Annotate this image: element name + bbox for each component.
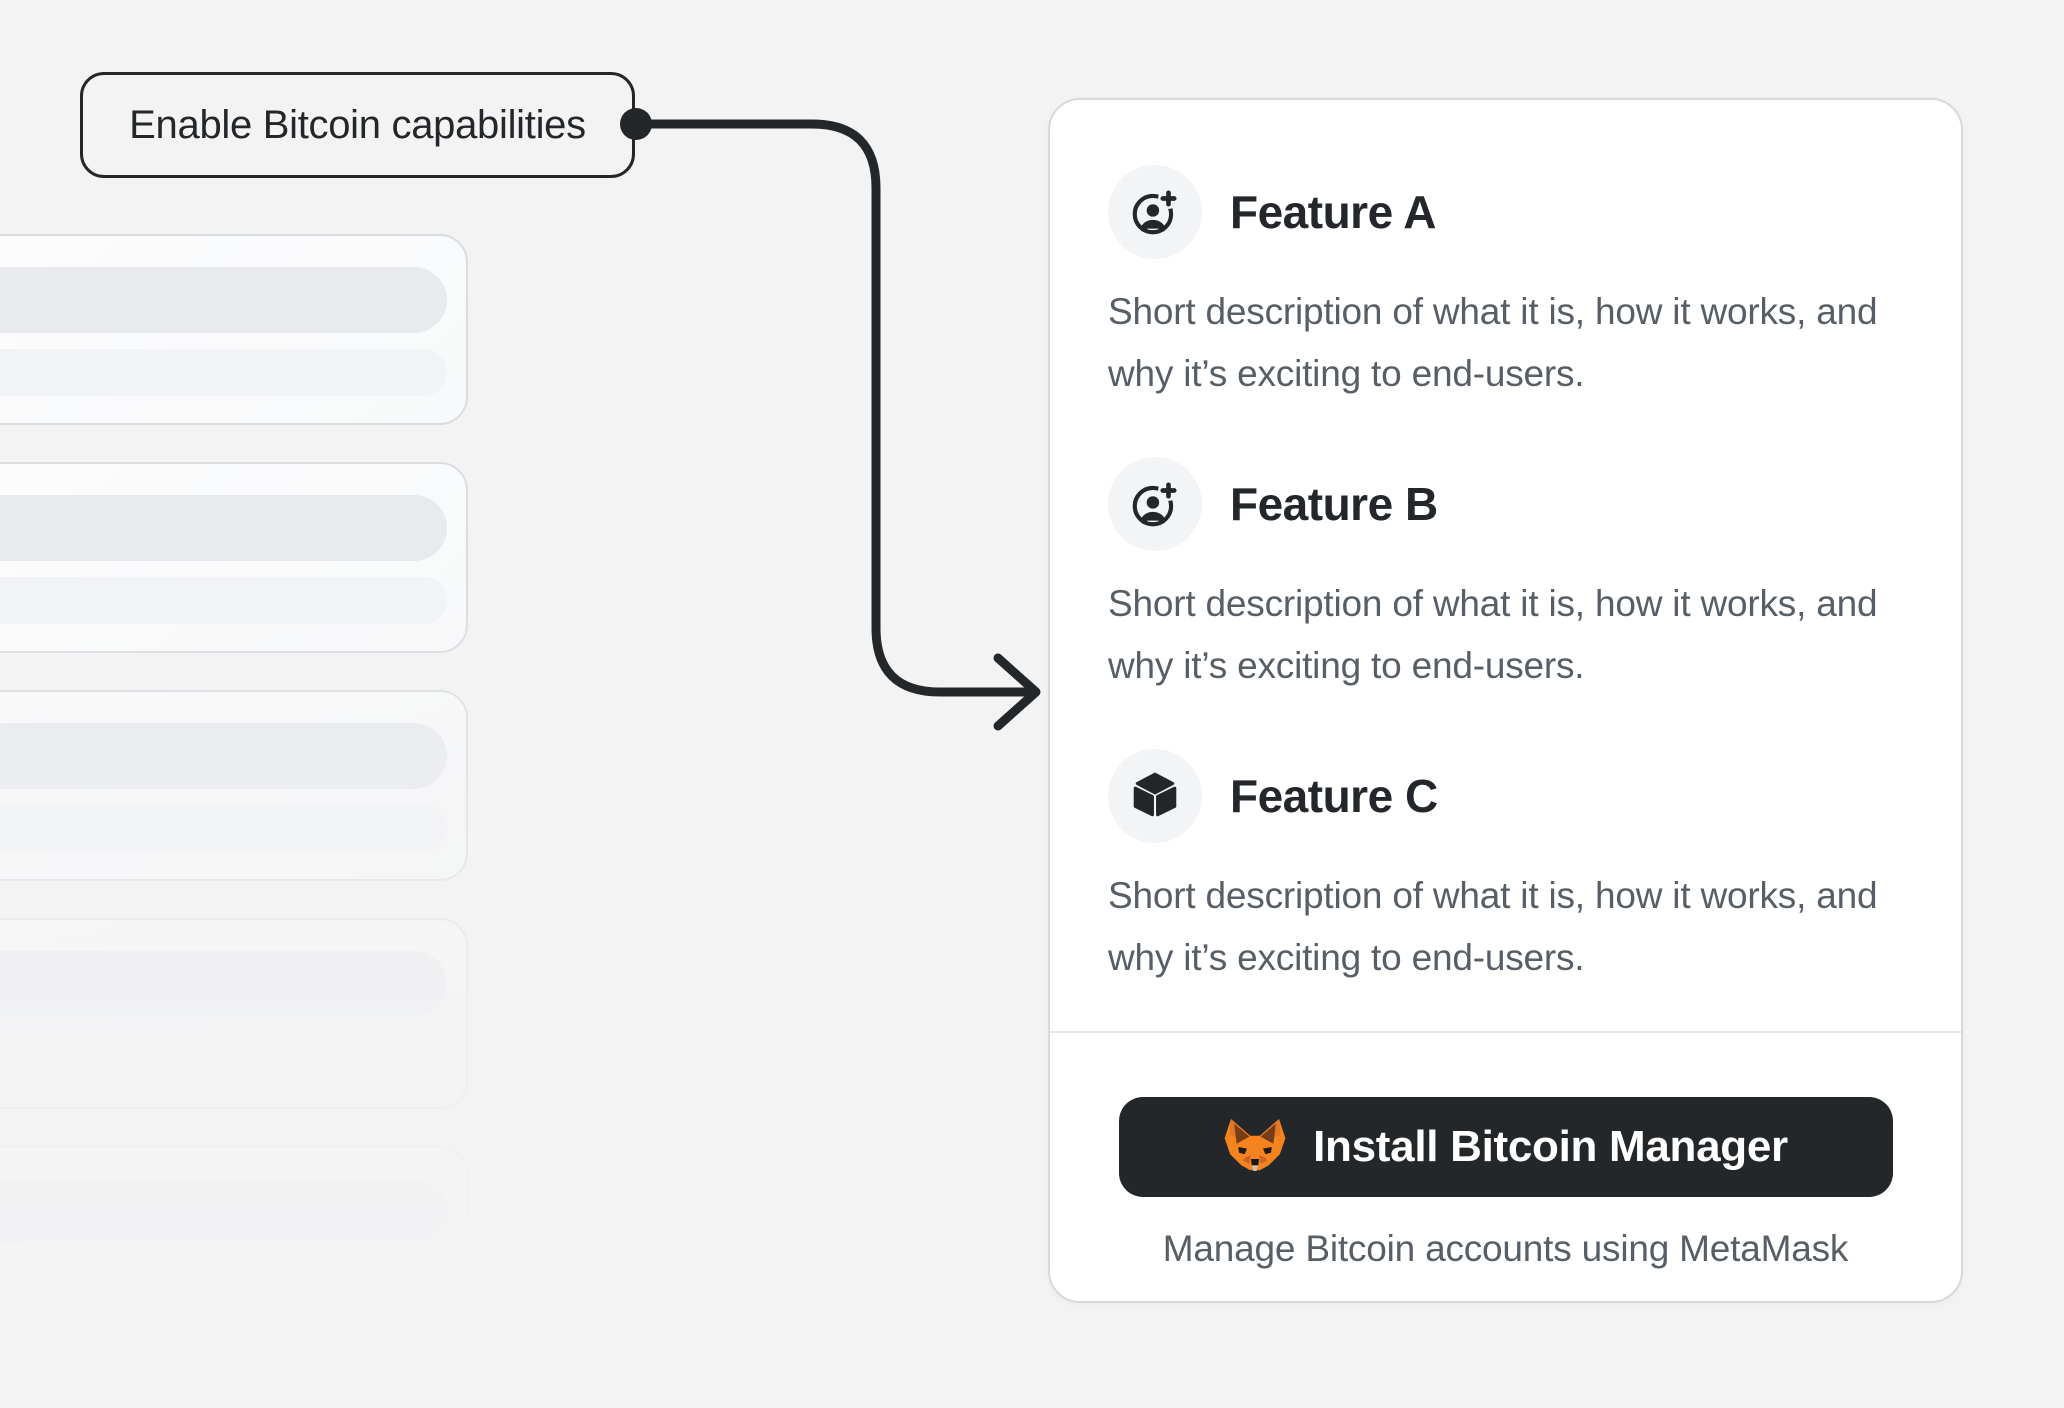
feature-title: Feature C [1230,770,1438,822]
install-bitcoin-manager-button[interactable]: Install Bitcoin Manager [1118,1097,1893,1197]
skeleton-bar [0,1179,447,1245]
feature-header: Feature B [1108,457,1903,551]
skeleton-card [0,234,468,425]
cta-section: Install Bitcoin Manager Manage Bitcoin a… [1050,1033,1961,1301]
feature-title: Feature A [1230,186,1436,238]
skeleton-bar [0,577,447,624]
feature-description: Short description of what it is, how it … [1108,875,1878,978]
skeleton-bar [0,267,447,333]
skeleton-bar [0,723,447,789]
feature-row: Feature A Short description of what it is… [1108,165,1903,405]
user-plus-icon [1108,457,1202,551]
feature-row: Feature C Short description of what it is… [1108,749,1903,989]
skeleton-card [0,690,468,881]
skeleton-bar [0,1033,447,1080]
skeleton-bar [0,1261,447,1308]
install-button-label: Install Bitcoin Manager [1313,1122,1788,1171]
feature-title: Feature B [1230,478,1438,530]
user-plus-icon [1108,165,1202,259]
install-caption: Manage Bitcoin accounts using MetaMask [1162,1228,1849,1269]
skeleton-card [0,1146,468,1337]
skeleton-bar [0,495,447,561]
skeleton-card [0,462,468,653]
callout-label: Enable Bitcoin capabilities [129,102,586,147]
features-list: Feature A Short description of what it is… [1050,100,1961,1033]
feature-row: Feature B Short description of what it is… [1108,457,1903,697]
feature-header: Feature C [1108,749,1903,843]
background-skeleton-list [0,0,540,1408]
skeleton-bar [0,951,447,1017]
features-card: Feature A Short description of what it is… [1048,98,1963,1303]
skeleton-bar [0,349,447,396]
feature-description: Short description of what it is, how it … [1108,583,1878,686]
callout: Enable Bitcoin capabilities [80,72,635,178]
feature-description: Short description of what it is, how it … [1108,291,1878,394]
feature-header: Feature A [1108,165,1903,259]
cube-icon [1108,749,1202,843]
metamask-fox-icon [1224,1119,1286,1171]
skeleton-card [0,918,468,1109]
skeleton-bar [0,805,447,852]
